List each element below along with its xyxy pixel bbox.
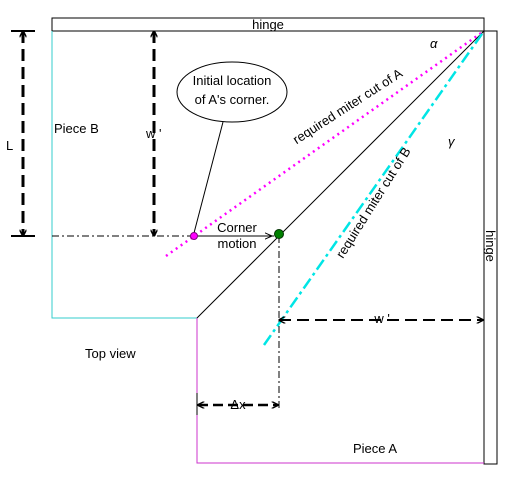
gamma-label: γ xyxy=(448,134,456,149)
miter-cut-a-label: required miter cut of A xyxy=(290,65,405,147)
initial-location-callout xyxy=(176,61,288,123)
miter-cut-a-line xyxy=(165,29,485,258)
moved-corner-point xyxy=(274,229,284,239)
alpha-label: α xyxy=(430,36,438,51)
top-hinge-label: hinge xyxy=(252,17,284,32)
miter-cut-b-label: required miter cut of B xyxy=(333,144,414,260)
delta-x-label: Δx xyxy=(230,397,246,412)
top-hinge xyxy=(51,17,485,32)
right-hinge xyxy=(483,30,498,465)
corner-motion-label-line1: Corner xyxy=(217,220,257,235)
piece-a-label: Piece A xyxy=(353,441,397,456)
l-label: L xyxy=(6,138,13,153)
top-view-label: Top view xyxy=(85,346,136,361)
initial-location-text-line1: Initial location xyxy=(193,73,272,88)
right-hinge-label: hinge xyxy=(483,230,498,262)
callout-leader-line xyxy=(193,121,224,234)
piece-a-outline xyxy=(196,318,484,464)
initial-location-text-line2: of A's corner. xyxy=(195,92,270,107)
miter-diagonal xyxy=(196,30,485,319)
piece-b-label: Piece B xyxy=(54,121,99,136)
piece-b-outline xyxy=(51,31,197,319)
initial-corner-point xyxy=(190,232,198,240)
miter-cut-b-line xyxy=(262,30,486,346)
corner-motion-label-line2: motion xyxy=(217,236,256,251)
w-prime-label: w ' xyxy=(145,126,161,141)
neg-w-prime-label: -w ' xyxy=(370,311,390,326)
